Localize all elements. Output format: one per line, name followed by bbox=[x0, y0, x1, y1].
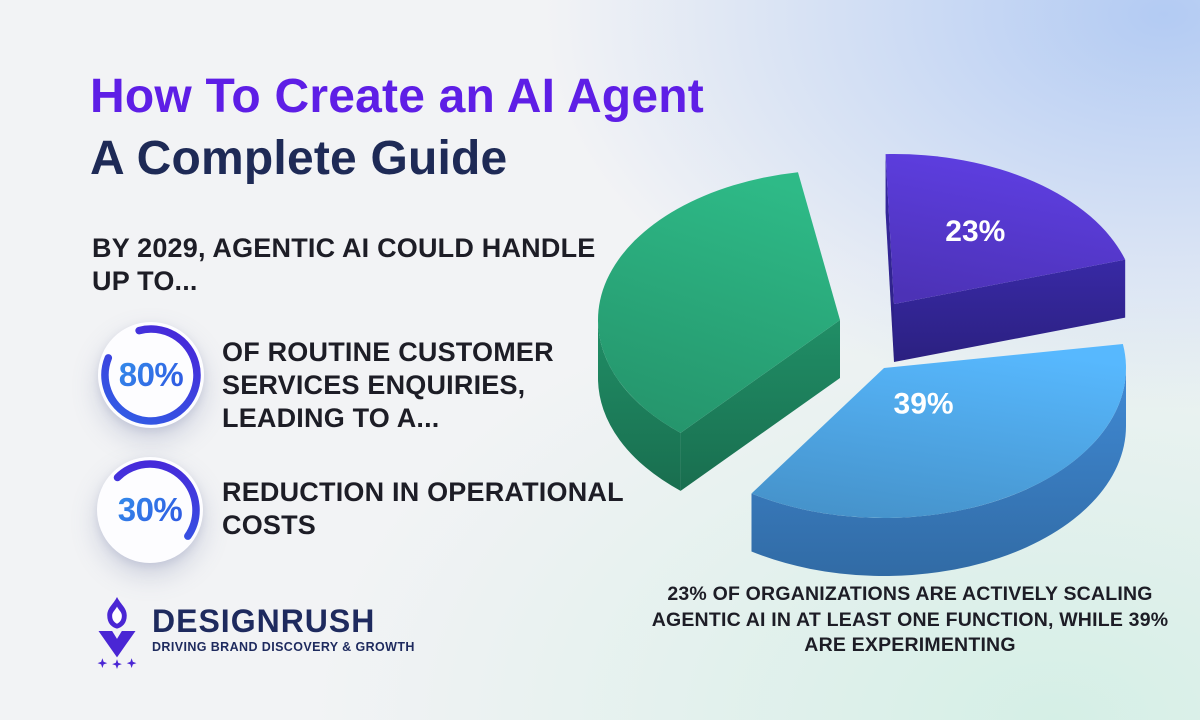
logo-tagline: DRIVING BRAND DISCOVERY & GROWTH bbox=[152, 640, 415, 654]
pie-label: 23% bbox=[945, 215, 1005, 248]
pie-slice-39pct: 39% bbox=[751, 344, 1126, 577]
stat-badge-30: 30% bbox=[97, 457, 203, 563]
pie-slice-top-face bbox=[751, 344, 1126, 518]
logo-text: DESIGNRUSH DRIVING BRAND DISCOVERY & GRO… bbox=[152, 595, 415, 654]
flame-trophy-icon bbox=[97, 596, 137, 669]
logo-name: DESIGNRUSH bbox=[152, 603, 376, 639]
chart-caption: 23% OF ORGANIZATIONS ARE ACTIVELY SCALIN… bbox=[651, 583, 1169, 656]
progress-ring-30-icon bbox=[100, 460, 200, 560]
stat-badge-disc bbox=[98, 322, 204, 428]
page-title: How To Create an AI Agent A Complete Gui… bbox=[90, 66, 704, 190]
pie-slice-top-face bbox=[885, 154, 1126, 304]
title-line-1: How To Create an AI Agent bbox=[90, 70, 704, 123]
pie-slice-unlabeled bbox=[597, 172, 840, 491]
title-line-2: A Complete Guide bbox=[90, 132, 508, 185]
stat-value-80: 80% bbox=[98, 322, 204, 428]
pie-slice-cut-face bbox=[885, 154, 894, 362]
stat-badge-disc bbox=[97, 457, 203, 563]
stat-value-30: 30% bbox=[97, 457, 203, 563]
intro-text: BY 2029, AGENTIC AI COULD HANDLE UP TO..… bbox=[92, 233, 596, 296]
pie-slice-rim-wall bbox=[751, 368, 1126, 577]
logo-stars bbox=[97, 658, 137, 669]
stat-desc-30: REDUCTION IN OPERATIONAL COSTS bbox=[222, 477, 624, 540]
brand-logo: DESIGNRUSH DRIVING BRAND DISCOVERY & GRO… bbox=[92, 595, 415, 669]
pie-slice-cut-face bbox=[894, 259, 1126, 362]
stat-desc-80: OF ROUTINE CUSTOMER SERVICES ENQUIRIES, … bbox=[222, 337, 554, 433]
pie-slice-cut-face bbox=[680, 320, 840, 491]
stat-badge-80: 80% bbox=[98, 322, 204, 428]
pie-slice-23pct: 23% bbox=[885, 154, 1126, 362]
progress-ring-80-icon bbox=[101, 325, 201, 425]
pie-label: 39% bbox=[894, 388, 954, 421]
